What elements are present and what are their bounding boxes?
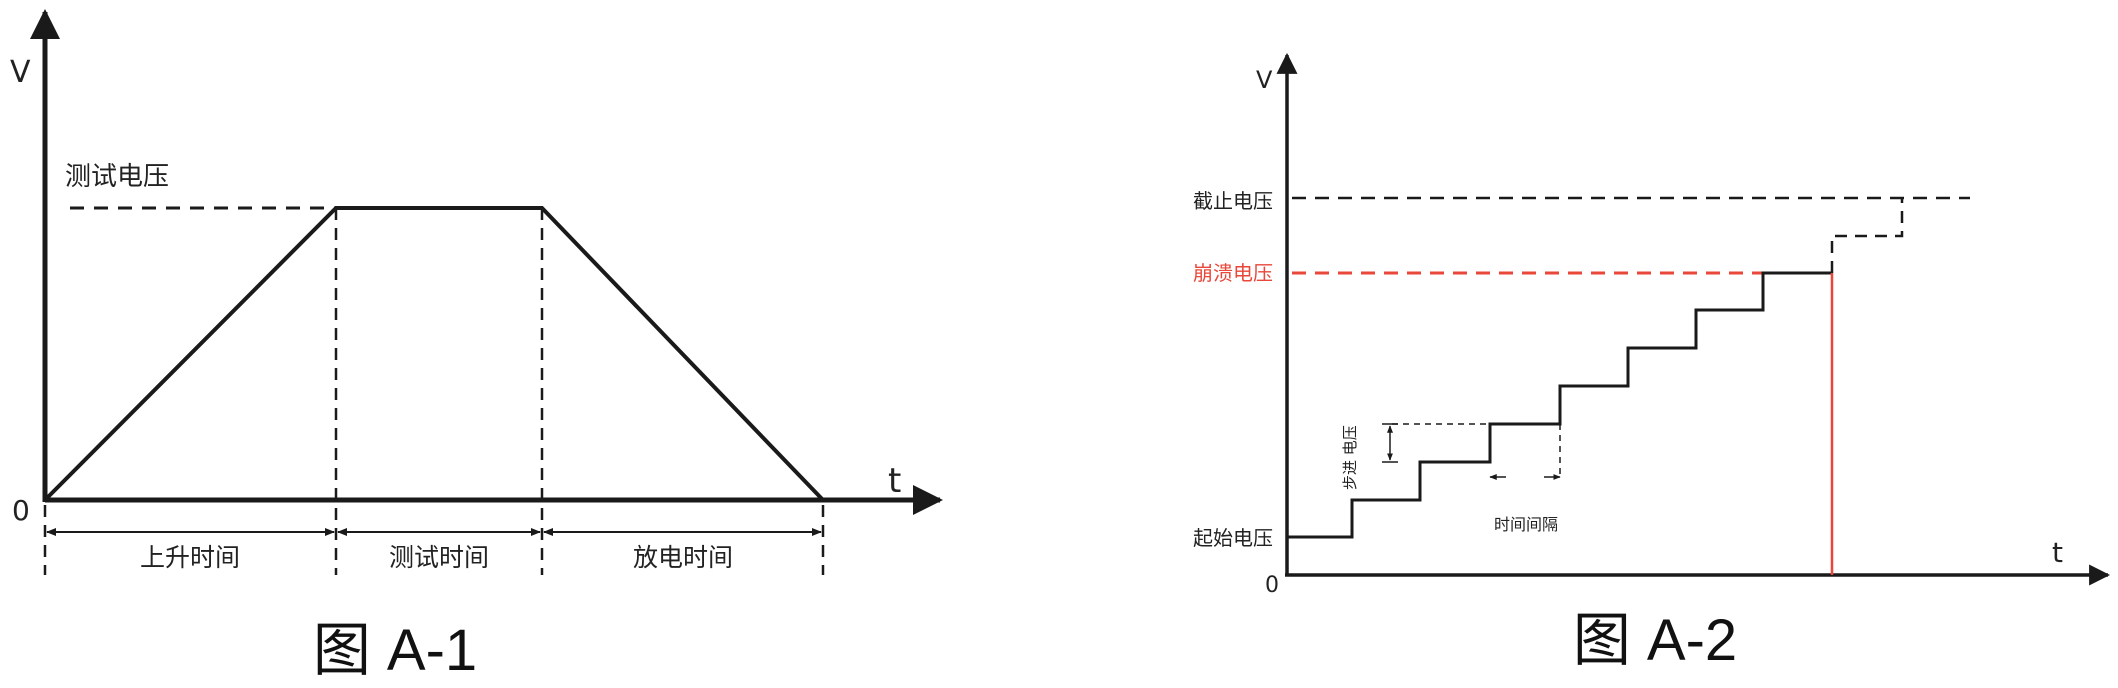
a2-caption: 图 A-2 — [1573, 608, 1737, 673]
a2-cutoff-voltage-label: 截止电压 — [1193, 189, 1273, 213]
a2-start-voltage-label: 起始电压 — [1193, 526, 1273, 550]
a2-step-voltage-label: 步进 电压 — [1341, 425, 1359, 490]
a1-origin-label: 0 — [12, 494, 30, 527]
a2-interval-label: 时间间隔 — [1494, 515, 1558, 534]
a1-rise-time-label: 上升时间 — [140, 543, 240, 572]
a1-test-time-label: 测试时间 — [389, 543, 489, 572]
a1-discharge-time-label: 放电时间 — [633, 543, 733, 572]
a1-x-axis-label: t — [888, 461, 901, 501]
figure-a2: V t 0 截止电压 崩溃电压 起始电压 步进 电压 时间间隔 图 A-2 — [1193, 52, 2111, 673]
a2-x-axis-label: t — [2052, 536, 2063, 569]
a1-test-voltage-label: 测试电压 — [65, 162, 169, 192]
a2-origin-label: 0 — [1265, 573, 1279, 598]
a1-voltage-waveform — [43, 206, 825, 502]
a1-caption: 图 A-1 — [313, 618, 477, 683]
figure-a1: V t 0 测试电压 上升时间 测试时间 放电时间 图 A-1 — [10, 9, 943, 683]
a2-step-waveform — [1287, 271, 1832, 539]
a2-step-continuation-dashed — [1830, 198, 1904, 273]
a2-y-axis-label: V — [1256, 66, 1273, 94]
a1-y-axis-label: V — [10, 55, 31, 90]
a2-breakdown-voltage-label: 崩溃电压 — [1193, 261, 1273, 285]
